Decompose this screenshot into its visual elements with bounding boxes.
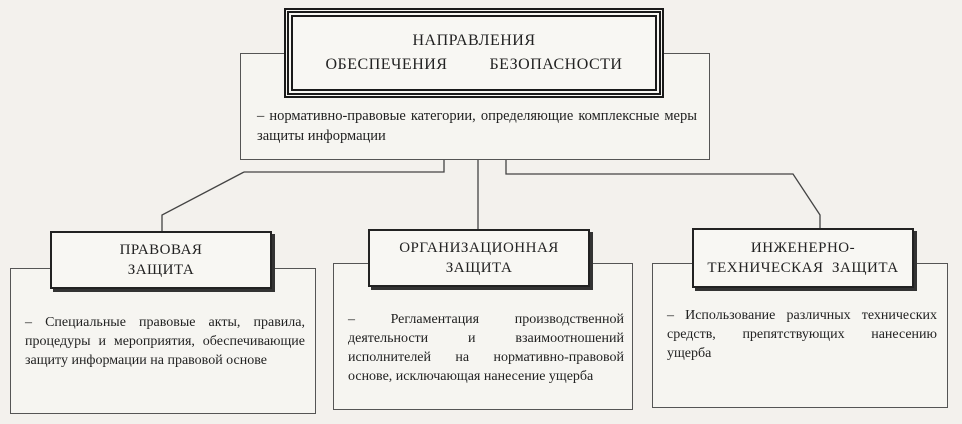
connector-left-down — [161, 171, 245, 232]
connector-left — [244, 160, 445, 173]
organizational-protection-title-box: ОРГАНИЗАЦИОННАЯ ЗАЩИТА — [368, 229, 590, 287]
main-title-line-2: ОБЕСПЕЧЕНИЯ БЕЗОПАСНОСТИ — [325, 56, 623, 73]
main-title-box: НАПРАВЛЕНИЯ ОБЕСПЕЧЕНИЯ БЕЗОПАСНОСТИ — [284, 8, 664, 98]
organizational-protection-title-line-1: ОРГАНИЗАЦИОННАЯ — [399, 240, 559, 256]
organizational-protection-description-box: – Регламентация производственной деятель… — [333, 263, 633, 410]
engineering-protection-title-line-1: ИНЖЕНЕРНО- — [750, 240, 856, 256]
legal-protection-title-box: ПРАВОВАЯ ЗАЩИТА — [50, 231, 272, 289]
engineering-protection-title-line-2: ТЕХНИЧЕСКАЯ ЗАЩИТА — [707, 260, 899, 276]
connector-right — [505, 160, 821, 232]
main-description-text: – нормативно-правовые категории, определ… — [257, 108, 697, 144]
legal-protection-title-line-1: ПРАВОВАЯ — [119, 242, 203, 258]
organizational-protection-description: – Регламентация производственной деятель… — [348, 312, 624, 384]
legal-protection-description: – Специальные правовые акты, правила, пр… — [25, 315, 305, 368]
legal-protection-title-line-2: ЗАЩИТА — [127, 262, 195, 278]
engineering-protection-title-box: ИНЖЕНЕРНО- ТЕХНИЧЕСКАЯ ЗАЩИТА — [692, 228, 914, 288]
engineering-protection-description: – Использование различных технических ср… — [667, 308, 937, 361]
legal-protection-description-box: – Специальные правовые акты, правила, пр… — [10, 268, 316, 414]
organizational-protection-title-line-2: ЗАЩИТА — [445, 260, 513, 276]
main-title-line-1: НАПРАВЛЕНИЯ — [412, 32, 536, 49]
